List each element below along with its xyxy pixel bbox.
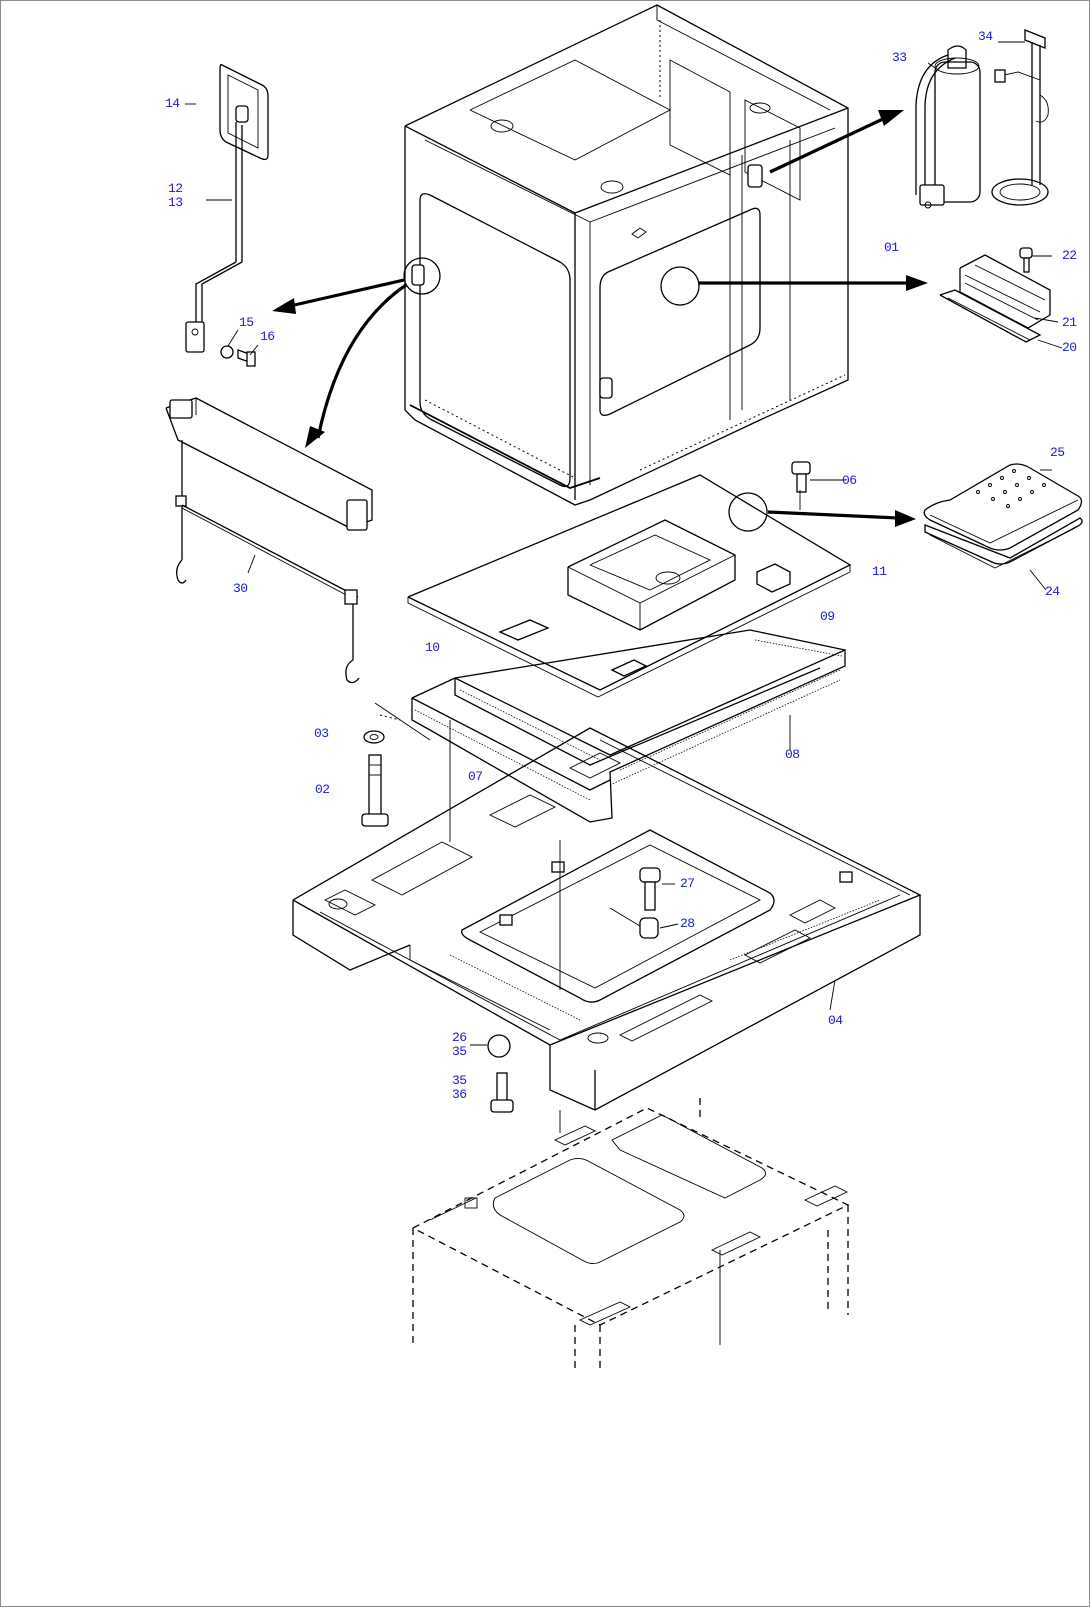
callout-21: 21 [1062,315,1077,330]
callout-35-36: 35 36 [452,1074,467,1102]
callout-15: 15 [239,315,254,330]
callout-01: 01 [884,240,899,255]
callout-24: 24 [1045,584,1060,599]
mirror-assembly [185,63,269,367]
door-panel-assembly [165,397,373,684]
callout-06: 06 [842,473,857,488]
callout-12-13: 12 13 [168,182,183,210]
floor-plate [407,474,852,698]
hardware [361,461,811,1345]
cab-assembly [403,4,849,532]
callout-03: 03 [314,726,329,741]
callout-10: 10 [425,640,440,655]
bottle-assembly [915,29,1049,209]
sealing-frame [411,629,846,823]
callout-09: 09 [820,609,835,624]
callout-28: 28 [680,916,695,931]
callout-07: 07 [468,769,483,784]
callout-36: 36 [452,1087,467,1102]
callout-13: 13 [168,195,183,210]
callout-08: 08 [785,747,800,762]
callout-26-35: 26 35 [452,1031,467,1059]
callout-02: 02 [315,782,330,797]
callout-35-lower: 35 [452,1073,467,1088]
callout-34: 34 [978,29,993,44]
callout-33: 33 [892,50,907,65]
callout-04: 04 [828,1013,843,1028]
callout-16: 16 [260,329,275,344]
cushion-assembly [923,463,1083,569]
main-deck [292,727,922,1111]
callout-26: 26 [452,1030,467,1045]
callout-20: 20 [1062,340,1077,355]
callout-22: 22 [1062,248,1077,263]
callout-35-upper: 35 [452,1044,467,1059]
lower-frame [412,1098,850,1370]
callout-25: 25 [1050,445,1065,460]
callout-11: 11 [872,564,887,579]
callout-27: 27 [680,876,695,891]
callout-14: 14 [165,96,180,111]
rail-bracket-assembly [939,247,1051,343]
callout-30: 30 [233,581,248,596]
detail-arrows [272,110,928,527]
callout-12: 12 [168,181,183,196]
leader-lines [185,41,1063,1046]
